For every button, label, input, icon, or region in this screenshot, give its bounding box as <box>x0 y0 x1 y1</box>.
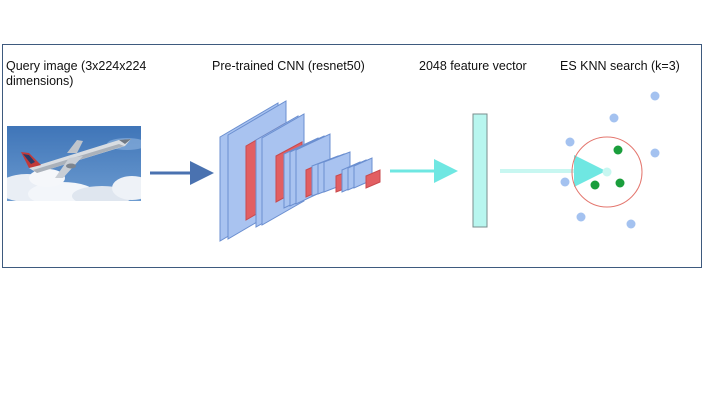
cnn-label: Pre-trained CNN (resnet50) <box>212 59 365 73</box>
query-point <box>602 167 612 177</box>
nearest-neighbor-point <box>615 178 625 188</box>
feature-vector-label: 2048 feature vector <box>419 59 527 73</box>
search-radius-circle <box>571 136 643 208</box>
knn-search-space <box>560 91 660 229</box>
data-point <box>560 177 570 187</box>
feature-vector-bar <box>472 113 488 228</box>
airplane-photo-icon <box>7 126 141 201</box>
nearest-neighbor-point <box>613 145 623 155</box>
data-point <box>626 219 636 229</box>
data-point <box>650 91 660 101</box>
diagram-frame <box>2 44 702 268</box>
data-point <box>650 148 660 158</box>
knn-search-label: ES KNN search (k=3) <box>560 59 680 73</box>
data-point <box>565 137 575 147</box>
query-image <box>7 126 141 201</box>
data-point <box>609 113 619 123</box>
cnn-layers <box>219 100 381 242</box>
data-point <box>576 212 586 222</box>
nearest-neighbor-point <box>590 180 600 190</box>
query-image-label: Query image (3x224x224 dimensions) <box>6 59 147 88</box>
